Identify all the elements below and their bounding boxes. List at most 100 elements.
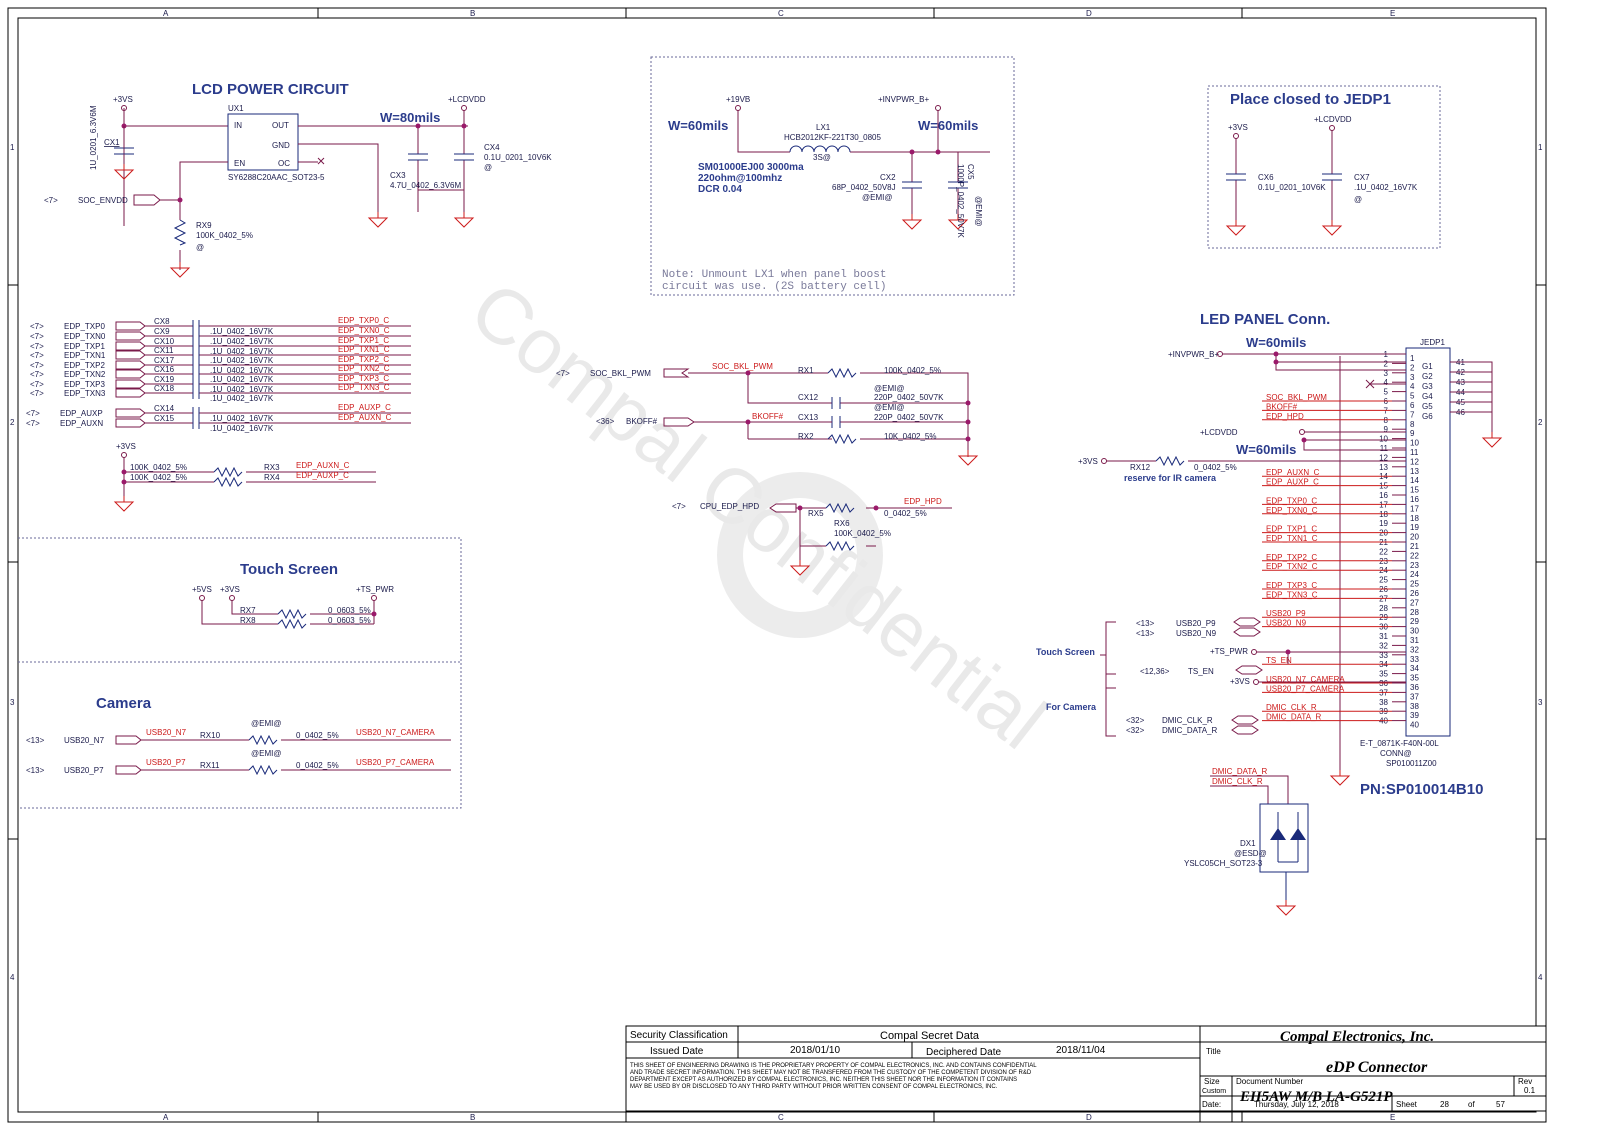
cx7-ref: CX7: [1354, 173, 1370, 182]
pin-number-left: 35: [1379, 670, 1388, 679]
col-label-b: B: [470, 9, 475, 18]
rx9-ref: RX9: [196, 221, 212, 230]
rx4-net: EDP_AUXP_C: [296, 471, 349, 480]
pin-number-left: 4: [1384, 378, 1389, 387]
edp-row-value: .1U_0402_16V7K: [210, 327, 274, 336]
lx1-ss: 3S@: [813, 153, 831, 162]
touch-screen-heading: Touch Screen: [240, 561, 338, 578]
rx10-value: 0_0402_5%: [296, 731, 339, 740]
dx1-ref: DX1: [1240, 839, 1256, 848]
cam-row2-out: USB20_P7_CAMERA: [356, 758, 435, 767]
security-value: Compal Secret Data: [880, 1030, 980, 1042]
cx3-value: 4.7U_0402_6.3V6M: [390, 181, 462, 190]
soc-envdd-label: SOC_ENVDD: [78, 196, 128, 205]
connector-net-label: SOC_BKL_PWM: [1266, 393, 1327, 402]
rx9-at: @: [196, 243, 204, 252]
edp-row: <7> EDP_TXP2 CX17 .1U_0402_16V7K EDP_TXP…: [30, 355, 411, 375]
edp-aux-ref: <7>: [26, 409, 40, 418]
title-block: Security Classification Compal Secret Da…: [625, 1025, 1547, 1122]
col-label-d-bottom: D: [1086, 1113, 1092, 1122]
col-label-c-bottom: C: [778, 1113, 784, 1122]
col-label-a: A: [163, 9, 169, 18]
connector-net-label: EDP_TXP1_C: [1266, 525, 1317, 534]
camera-heading: Camera: [96, 695, 152, 712]
sheet-label: Sheet: [1396, 1100, 1418, 1109]
rx9-value: 100K_0402_5%: [196, 231, 253, 240]
cx4-at: @: [484, 163, 492, 172]
row-label-1-right: 1: [1538, 143, 1543, 152]
rx12-ref: RX12: [1130, 463, 1151, 472]
edp-row-net: EDP_TXN1_C: [338, 345, 390, 354]
lcd-w80-note: W=80mils: [380, 110, 440, 125]
edp-row: <7> EDP_TXP0 CX8 .1U_0402_16V7K EDP_TXP0…: [30, 316, 411, 336]
connector-net-label: EDP_TXP2_C: [1266, 553, 1317, 562]
legal-line-3: DEPARTMENT EXCEPT AS AUTHORIZED BY COMPA…: [630, 1077, 1017, 1083]
size-label: Size: [1204, 1077, 1220, 1086]
col-label-b-bottom: B: [470, 1113, 475, 1122]
pin-number-right: 25: [1410, 580, 1419, 589]
pin-number-right: 16: [1410, 495, 1419, 504]
connector-net-label: DMIC_CLK_R: [1266, 703, 1317, 712]
legal-line-2: AND TRADE SECRET INFORMATION. THIS SHEET…: [630, 1070, 1032, 1076]
edp-aux-name: EDP_AUXP: [60, 409, 103, 418]
edp-row-name: EDP_TXN3: [64, 389, 106, 398]
part-number-heading: PN:SP010014B10: [1360, 781, 1483, 798]
rx3-ref: RX3: [264, 463, 280, 472]
cx5-value: 1000P_0402_50V7K: [956, 164, 965, 239]
col-label-e-bottom: E: [1390, 1113, 1395, 1122]
rx7-value: 0_0603_5%: [328, 606, 371, 615]
rx11-value: 0_0402_5%: [296, 761, 339, 770]
edp-aux-cap: CX15: [154, 414, 175, 423]
rx6-ref: RX6: [834, 519, 850, 528]
edp-row-cap: CX11: [154, 346, 174, 355]
pin-number-right: 30: [1410, 627, 1419, 636]
gnd-pin-name: G1: [1422, 362, 1433, 371]
rx10-ref: RX10: [200, 731, 221, 740]
cx13-emi: @EMI@: [874, 403, 904, 412]
esd-net-data: DMIC_DATA_R: [1212, 767, 1267, 776]
boost-19vb-label: +19VB: [726, 95, 750, 104]
touch-tspwr-label: +TS_PWR: [356, 585, 394, 594]
connector-net-label: TS_EN: [1266, 656, 1292, 665]
dx1-body: [1259, 803, 1309, 873]
lcd-3vs-label: +3VS: [113, 95, 133, 104]
ux1-regulator: [227, 113, 299, 171]
edp-row-name: EDP_TXP0: [64, 322, 105, 331]
esd-diode-dx1: DMIC_DATA_R DMIC_CLK_R DX1 @ESD@ YSLC05C…: [1184, 767, 1309, 916]
touch-5vs-label: +5VS: [192, 585, 212, 594]
rx2-ref: RX2: [798, 432, 814, 441]
place-closed-heading: Place closed to JEDP1: [1230, 91, 1391, 108]
cam-row1-net: USB20_N7: [146, 728, 187, 737]
docnum-label: Document Number: [1236, 1077, 1303, 1086]
cam-row1-out: USB20_N7_CAMERA: [356, 728, 435, 737]
pin-number-right: 3: [1410, 373, 1415, 382]
pin-number-right: 24: [1410, 570, 1419, 579]
edp-row: <7> EDP_TXP1 CX10 .1U_0402_16V7K EDP_TXP…: [30, 336, 411, 356]
jedp1-pn: SP010011Z00: [1386, 759, 1437, 768]
gnd-pin-name: G4: [1422, 392, 1433, 401]
edp-row-net: EDP_TXP1_C: [338, 336, 389, 345]
edp-row-name: EDP_TXP3: [64, 380, 105, 389]
pin-number-left: 13: [1379, 463, 1388, 472]
conn-w60-mid: W=60mils: [1236, 442, 1296, 457]
boost-invpwr-label: +INVPWR_B+: [878, 95, 929, 104]
rx11-ref: RX11: [200, 761, 220, 770]
pin-number-right: 14: [1410, 476, 1419, 485]
cx1-value: 1U_0201_6.3V6M: [89, 105, 98, 170]
rx1-value: 100K_0402_5%: [884, 366, 941, 375]
pin-number-right: 10: [1410, 439, 1419, 448]
gnd-pin-name: G2: [1422, 372, 1433, 381]
sheet-of: of: [1468, 1100, 1475, 1109]
connector-net-label: EDP_TXN2_C: [1266, 562, 1318, 571]
rx11-emi: @EMI@: [251, 749, 281, 758]
edp-row: <7> EDP_TXN0 CX9 .1U_0402_16V7K EDP_TXN0…: [30, 326, 411, 346]
pin-number-left: 12: [1379, 453, 1388, 462]
pin-number-right: 34: [1410, 664, 1419, 673]
rx3-net: EDP_AUXN_C: [296, 461, 350, 470]
ux1-pin-out: OUT: [272, 121, 289, 130]
lx1-part-note: SM01000EJ00 3000ma: [698, 162, 804, 173]
pin-number-right: 40: [1410, 721, 1419, 730]
edp-row-name: EDP_TXN0: [64, 332, 106, 341]
ext-3vs-label: +3VS: [1230, 677, 1250, 686]
